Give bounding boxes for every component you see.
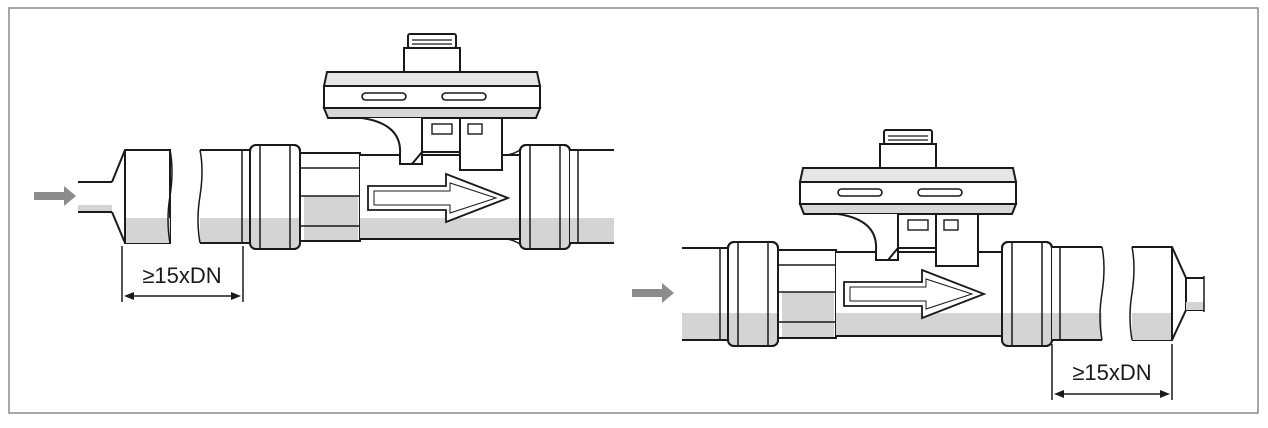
upstream-pipe-left: [78, 149, 173, 244]
right-installation: ≥15xDN: [632, 129, 1205, 400]
outlet-pipe-left: [570, 149, 614, 244]
dimension-right: [1051, 344, 1173, 400]
straight-pipe-left: [197, 149, 250, 244]
coupling-right-inlet: [727, 241, 779, 347]
dimension-label-right: ≥15xDN: [1072, 360, 1151, 385]
inlet-flow-arrow-right: [632, 283, 674, 303]
flow-direction-arrow-right: [843, 268, 987, 320]
coupling-right-outlet: [1001, 241, 1053, 347]
hex-nut-left: [299, 152, 361, 242]
inlet-flow-arrow-left: [34, 186, 76, 206]
dimension-left: [121, 246, 244, 302]
hex-nut-right: [777, 249, 837, 339]
inlet-pipe-right: [682, 247, 728, 341]
straight-pipe-right: [1052, 246, 1105, 341]
downstream-pipe-right: [1129, 246, 1205, 341]
dimension-label-left: ≥15xDN: [142, 263, 221, 288]
flow-direction-arrow-left: [367, 172, 511, 224]
left-installation: ≥15xDN: [34, 33, 614, 302]
diagram-border: [8, 7, 1259, 414]
coupling-nut-left: [249, 144, 301, 250]
outlet-coupling-left: [519, 144, 571, 250]
